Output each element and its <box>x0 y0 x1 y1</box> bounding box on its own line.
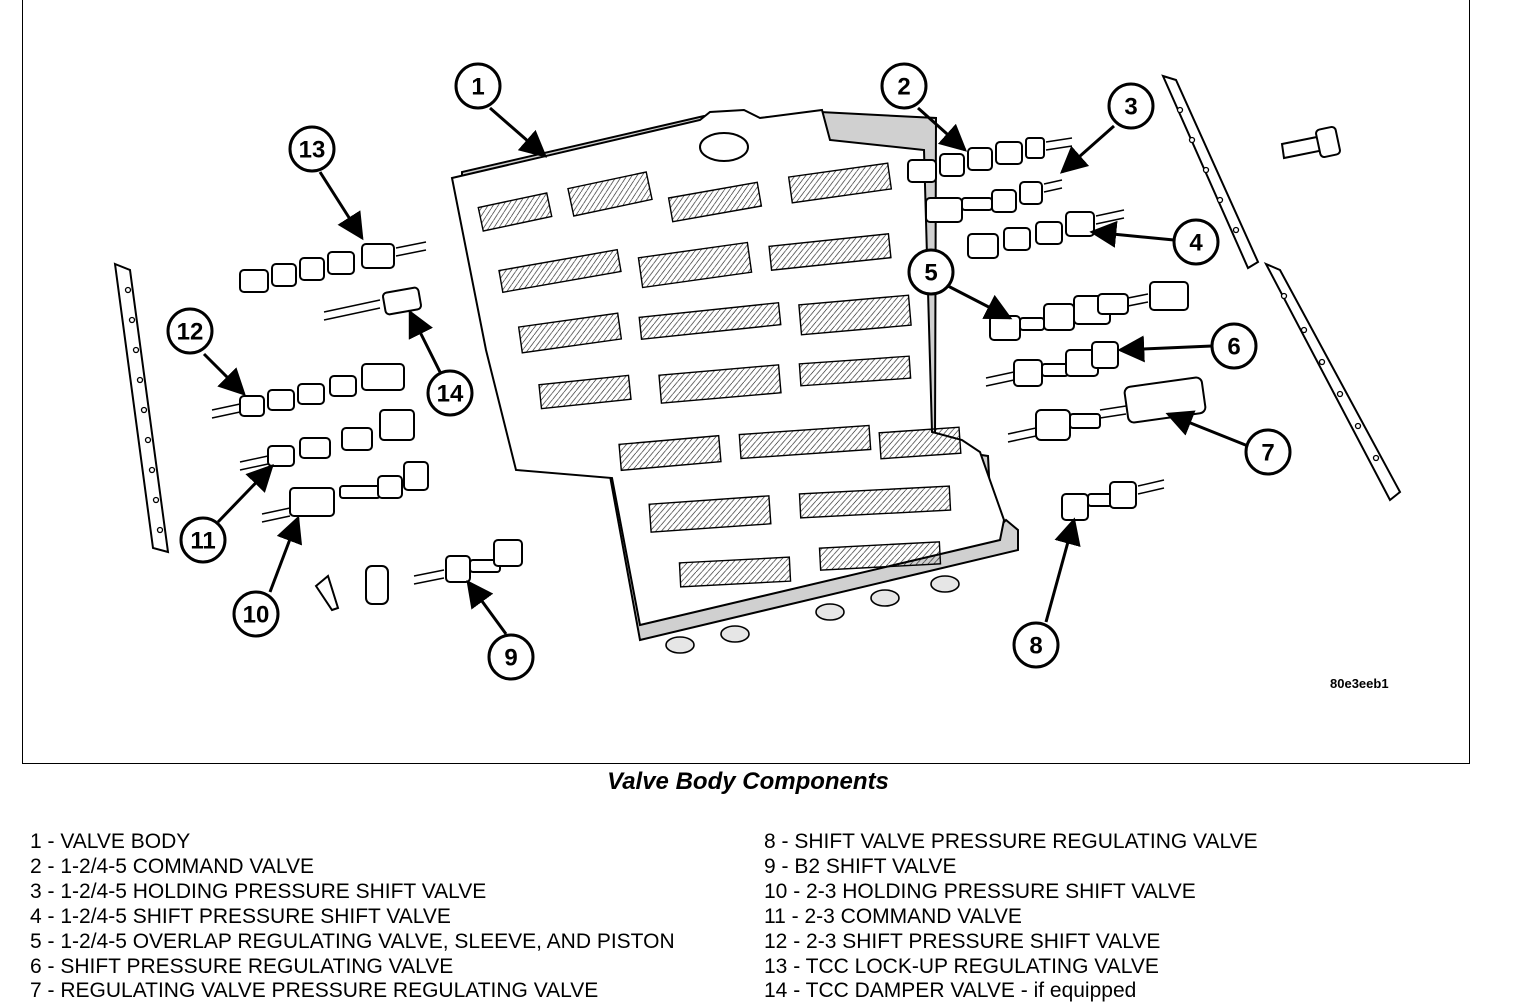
callout-label-12: 12 <box>177 319 204 346</box>
legend-item: 12 - 2-3 SHIFT PRESSURE SHIFT VALVE <box>764 929 1161 953</box>
legend-left-column: 1 - VALVE BODY 2 - 1-2/4-5 COMMAND VALVE… <box>30 830 675 1004</box>
callout-label-1: 1 <box>471 74 484 101</box>
valve-12 <box>211 363 405 419</box>
legend-item: 6 - SHIFT PRESSURE REGULATING VALVE <box>30 954 454 978</box>
valve-5 <box>989 281 1189 341</box>
callout-circles <box>166 62 1292 681</box>
legend-item: 4 - 1-2/4-5 SHIFT PRESSURE SHIFT VALVE <box>30 904 451 928</box>
callout-label-7: 7 <box>1261 440 1274 467</box>
callout-labels: 1 2 3 4 5 6 7 8 9 10 11 12 13 14 <box>177 74 1275 672</box>
legend-item: 14 - TCC DAMPER VALVE - if equipped <box>764 979 1137 1003</box>
valve-body <box>450 108 1019 654</box>
callout-label-10: 10 <box>243 602 270 629</box>
legend-item: 3 - 1-2/4-5 HOLDING PRESSURE SHIFT VALVE <box>30 879 487 903</box>
bolt <box>1280 125 1341 160</box>
callout-label-9: 9 <box>504 645 517 672</box>
clip <box>314 574 340 612</box>
legend-item: 7 - REGULATING VALVE PRESSURE REGULATING… <box>30 979 599 1003</box>
separator-plate-lower-right <box>1263 261 1402 502</box>
figure-code: 80e3eeb1 <box>1330 676 1389 691</box>
legend-item: 13 - TCC LOCK-UP REGULATING VALVE <box>764 954 1159 978</box>
valve-11 <box>239 409 415 471</box>
callout-label-5: 5 <box>924 260 937 287</box>
separator-plate-upper-right <box>1161 74 1260 270</box>
legend-item: 1 - VALVE BODY <box>30 830 191 853</box>
legend-item: 8 - SHIFT VALVE PRESSURE REGULATING VALV… <box>764 830 1258 853</box>
valve-14 <box>323 286 423 321</box>
callout-label-3: 3 <box>1124 94 1137 121</box>
callout-label-13: 13 <box>299 137 326 164</box>
figure-caption: Valve Body Components <box>607 768 889 795</box>
valve-3 <box>925 179 1063 223</box>
sleeve <box>365 565 389 605</box>
callout-label-8: 8 <box>1029 633 1042 660</box>
valve-8 <box>1061 479 1165 521</box>
valve-10 <box>261 461 429 523</box>
callout-label-11: 11 <box>190 528 215 555</box>
valve-4 <box>967 209 1125 259</box>
callout-label-4: 4 <box>1189 230 1203 257</box>
callout-arrows <box>202 106 1249 635</box>
legend-right-column: 8 - SHIFT VALVE PRESSURE REGULATING VALV… <box>764 830 1258 1004</box>
callout-label-14: 14 <box>437 381 464 408</box>
legend-item: 11 - 2-3 COMMAND VALVE <box>764 904 1022 928</box>
legend-item: 5 - 1-2/4-5 OVERLAP REGULATING VALVE, SL… <box>30 929 675 953</box>
legend-item: 10 - 2-3 HOLDING PRESSURE SHIFT VALVE <box>764 879 1196 903</box>
legend-item: 2 - 1-2/4-5 COMMAND VALVE <box>30 854 314 878</box>
callout-label-2: 2 <box>897 74 910 101</box>
valve-6 <box>985 341 1119 387</box>
valve-13 <box>239 241 427 293</box>
callout-label-6: 6 <box>1227 334 1240 361</box>
valve-body-diagram: 1 2 3 4 5 6 7 8 9 10 11 12 13 14 <box>113 62 1402 681</box>
valve-2 <box>907 137 1073 183</box>
separator-plate-left <box>113 262 170 554</box>
legend-item: 9 - B2 SHIFT VALVE <box>764 854 957 878</box>
valve-9 <box>413 539 523 585</box>
